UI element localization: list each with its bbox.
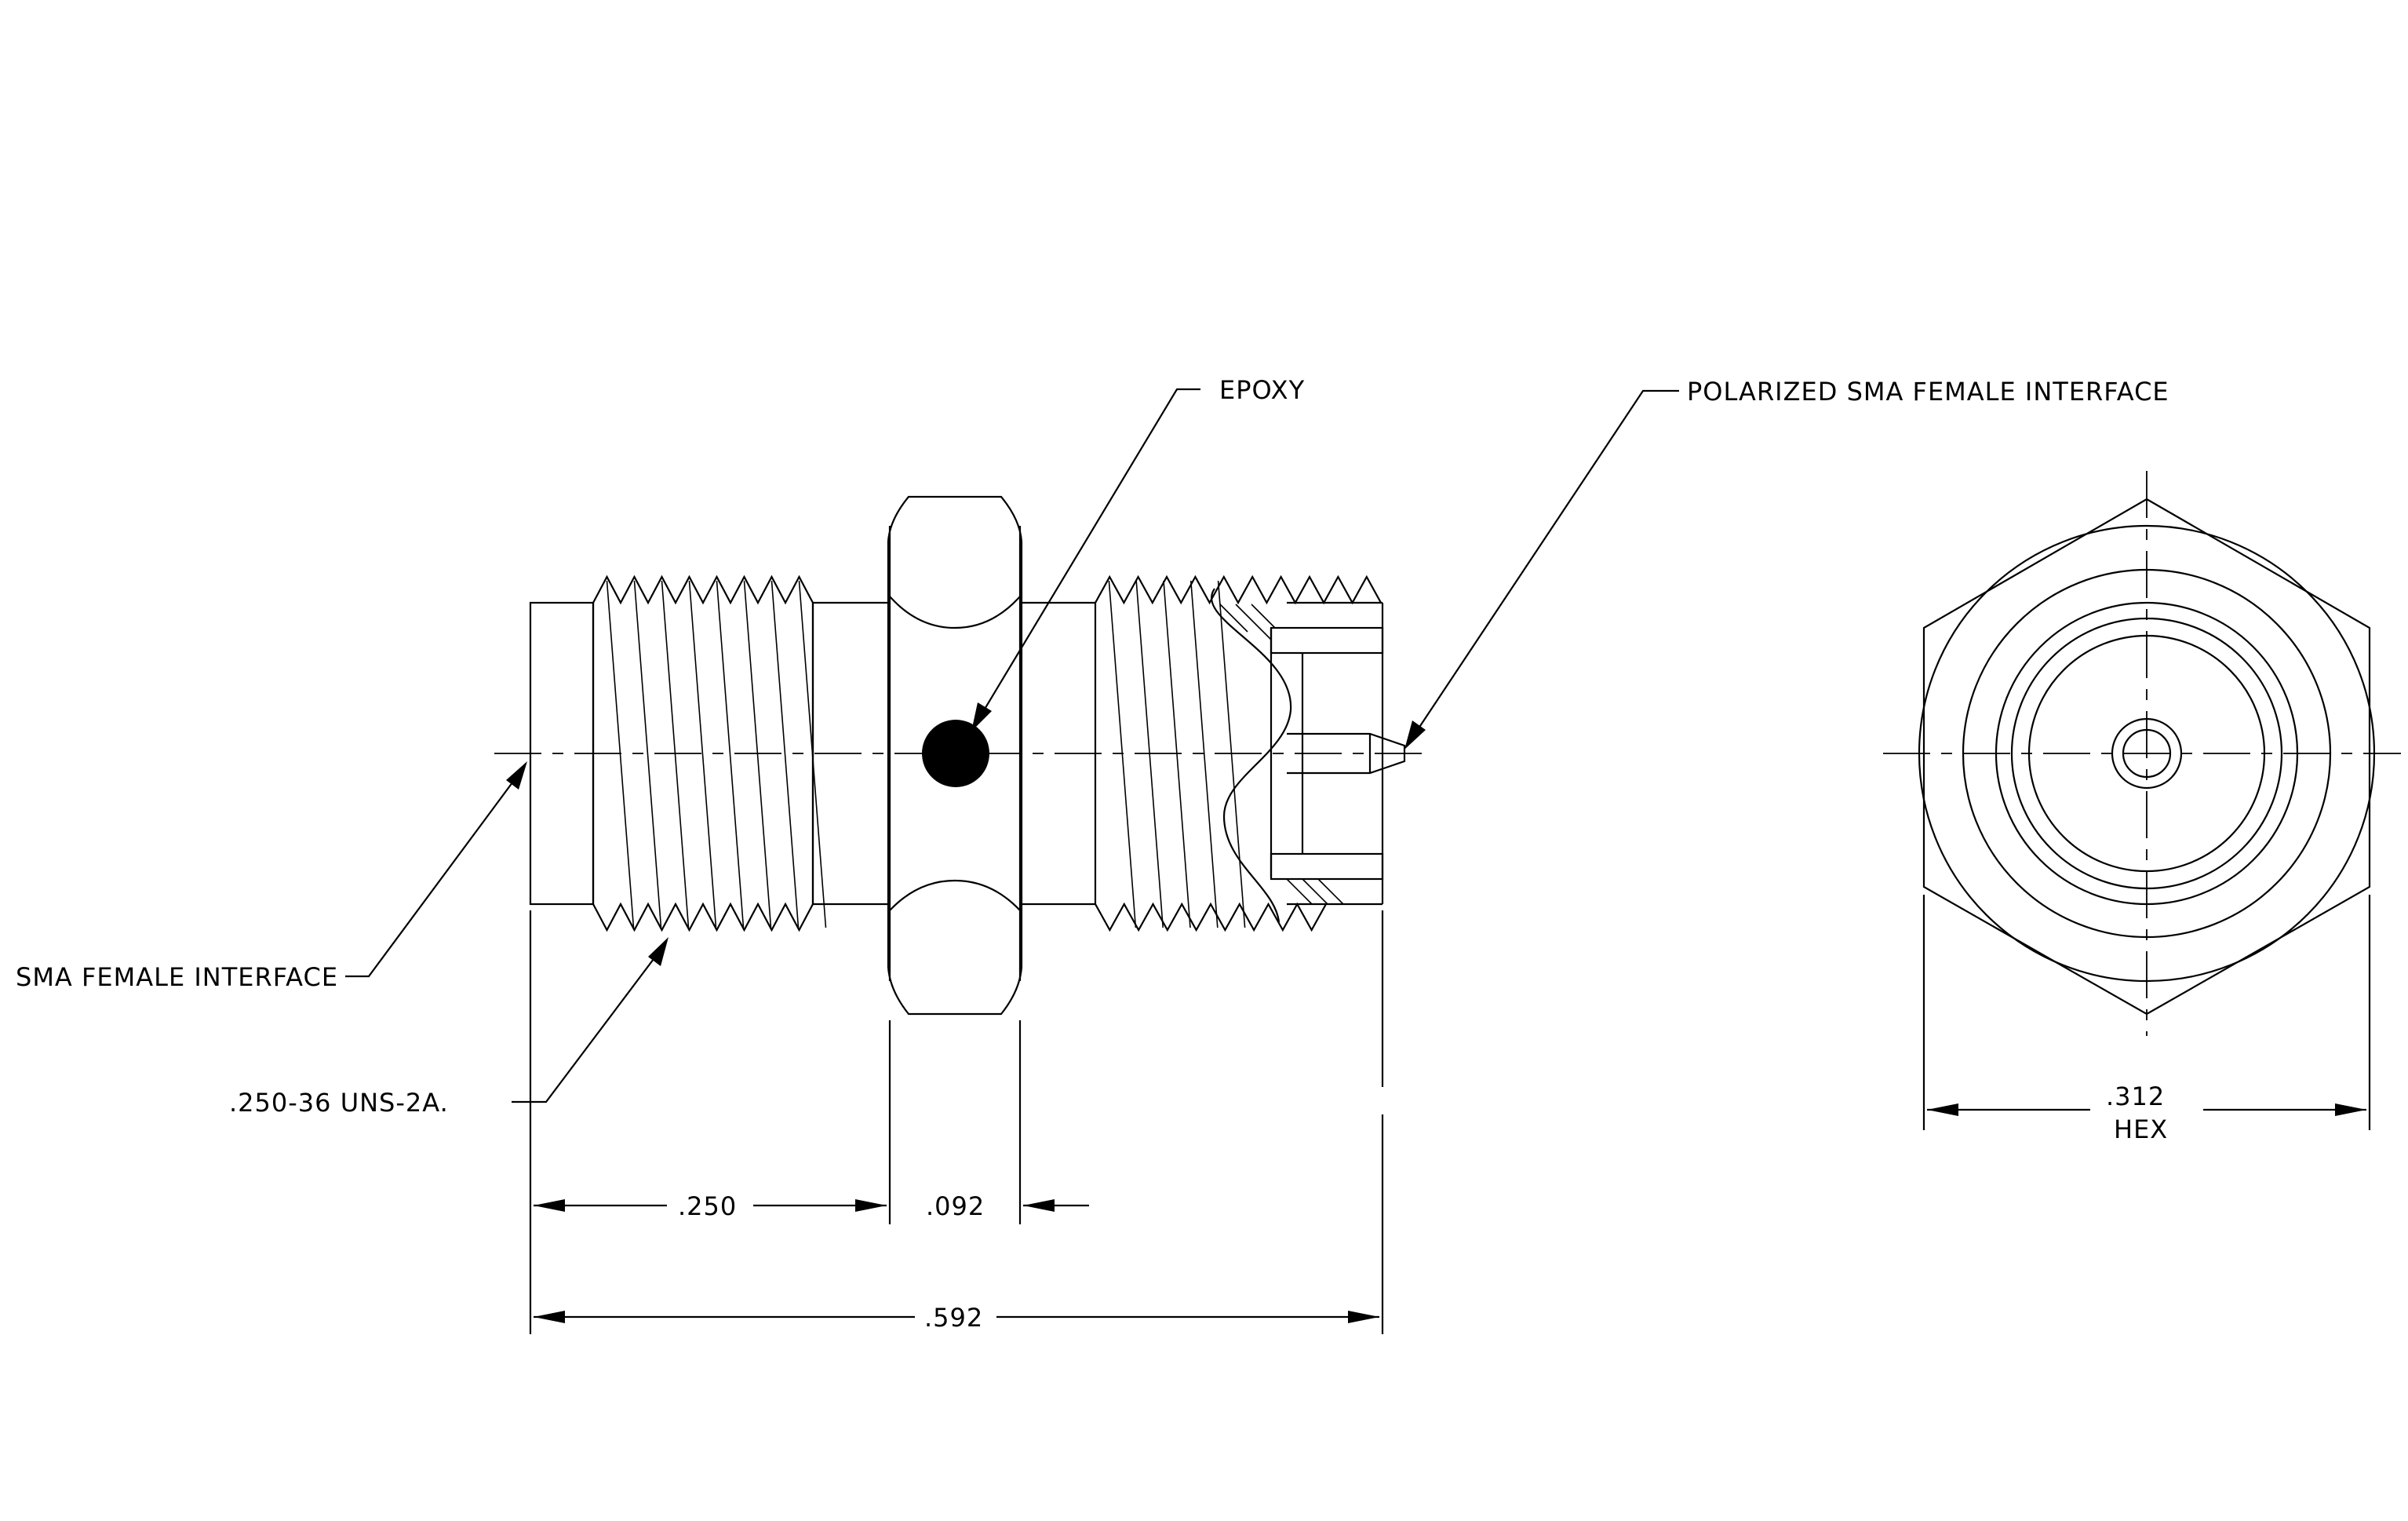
dim-250 [534,1199,887,1212]
hex-nut [887,495,1023,1016]
dim-250-label: .250 [678,1191,737,1221]
thread-label: .250-36 UNS-2A. [229,1088,449,1118]
dim-592 [534,1311,1379,1323]
right-interface [1219,601,1406,906]
thread-leader [512,937,668,1103]
sma-female-label: SMA FEMALE INTERFACE [16,962,338,992]
polarized-leader [1404,389,1679,750]
right-thread [1094,574,1382,932]
hex-chamfer-circle [1918,524,2376,983]
side-view: .250 .092 .592 EPOXY POLARIZED SMA FEMAL… [16,375,2169,1334]
ring-2 [1995,601,2299,906]
polarized-label: POLARIZED SMA FEMALE INTERFACE [1687,377,2169,407]
ring-3 [2010,617,2283,890]
epoxy-leader [971,388,1200,731]
center-shank [811,601,1095,906]
epoxy-dot [922,720,989,787]
center-pin [1287,732,1406,775]
left-thread [592,574,827,932]
end-view: .312 HEX [1883,471,2401,1144]
sma-leader [345,761,527,978]
dim-312 [1927,1103,2366,1116]
ring-4 [2027,634,2266,873]
epoxy-label: EPOXY [1219,375,1305,405]
pin-inner [2122,728,2172,779]
ring-1 [1962,568,2332,939]
dim-092-label: .092 [926,1191,985,1221]
hex-outline [1922,498,2371,1016]
dim-312-label: .312 [2106,1081,2165,1111]
pin-outer [2111,717,2183,790]
dim-hex-label: HEX [2114,1114,2168,1144]
cutaway-break [1211,588,1292,923]
extension-lines [529,910,1384,1334]
dim-592-label: .592 [924,1303,983,1333]
dim-092 [1023,1199,1089,1212]
